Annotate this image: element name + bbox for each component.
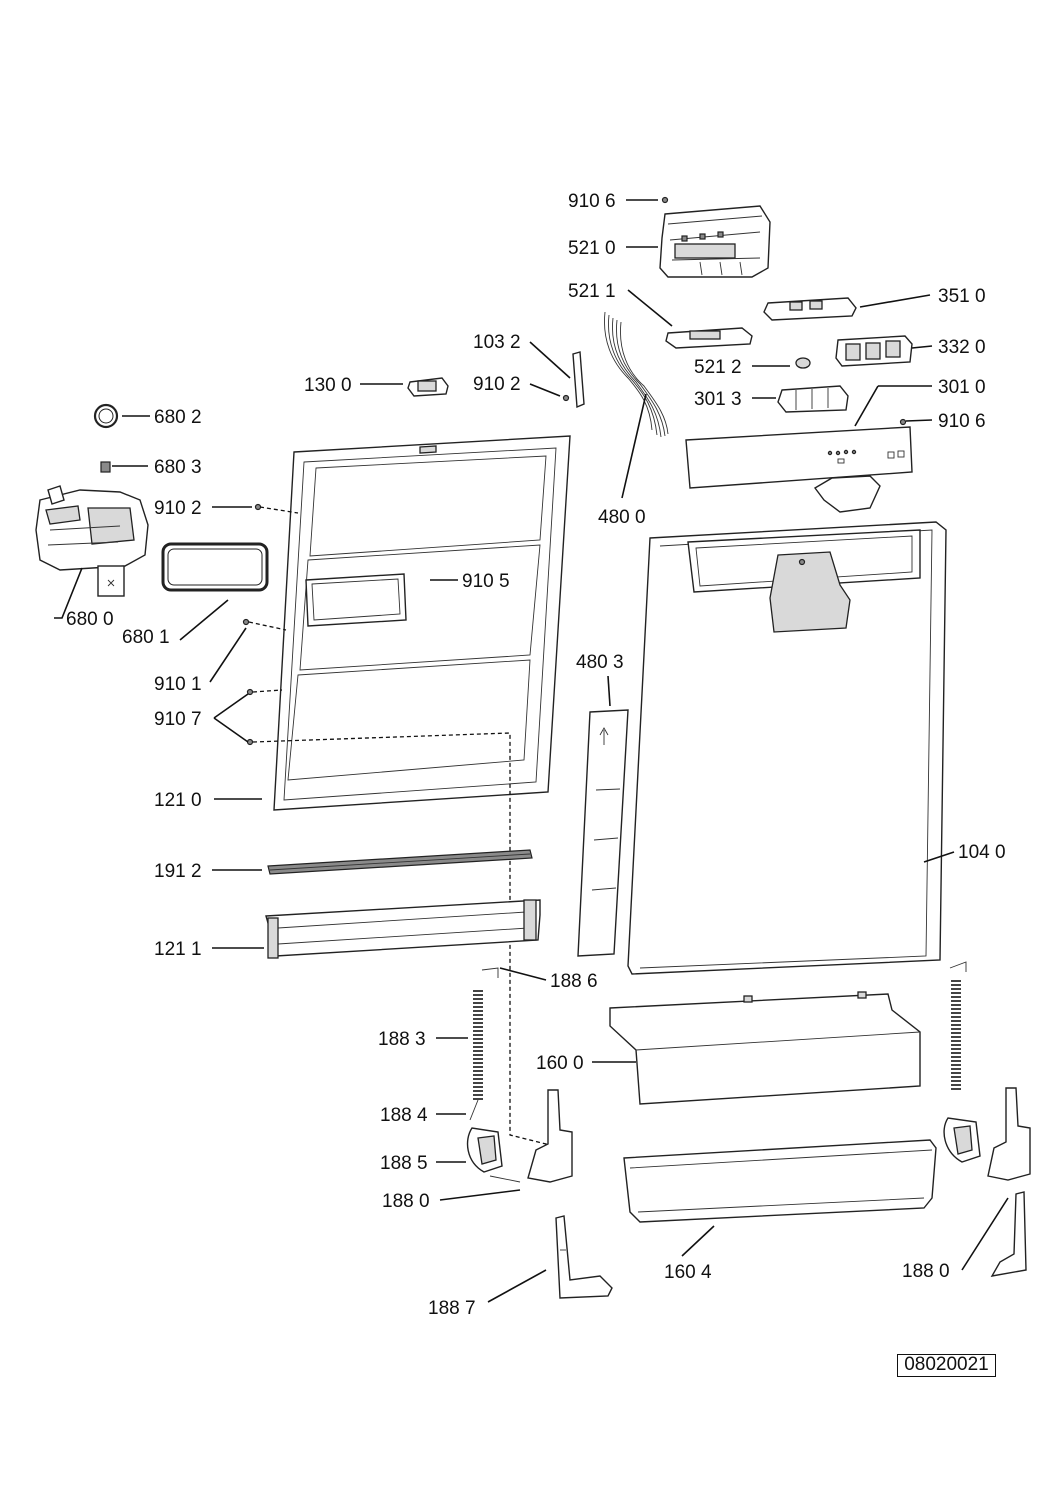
part-screw-910-2-top <box>562 394 570 402</box>
part-dispenser-680-0 <box>35 485 149 597</box>
callout-labels: 910 6 521 0 521 1 351 0 103 2 332 0 130 … <box>66 191 1006 1319</box>
callout-130-0: 130 0 <box>304 375 352 396</box>
callout-910-7: 910 7 <box>154 709 202 730</box>
part-outer-door-104-0 <box>627 521 947 975</box>
part-bracket-103-2 <box>572 351 585 409</box>
part-latch-130-0 <box>407 377 449 397</box>
part-screw-910-7-a <box>246 688 254 696</box>
part-rail-121-1 <box>265 899 541 959</box>
part-control-panel-301-0 <box>685 426 913 513</box>
callout-188-3: 188 3 <box>378 1029 426 1050</box>
callout-188-7: 188 7 <box>428 1298 476 1319</box>
part-switch-board-351-0 <box>763 297 857 321</box>
part-clip-680-3 <box>100 461 111 473</box>
callout-103-2: 103 2 <box>473 332 521 353</box>
callout-910-6-mid: 910 6 <box>938 411 986 432</box>
callout-104-0: 104 0 <box>958 842 1006 863</box>
part-inner-door-121-0 <box>273 435 571 811</box>
callout-910-6-top: 910 6 <box>568 191 616 212</box>
part-strip-191-2 <box>267 849 533 875</box>
callout-680-0: 680 0 <box>66 609 114 630</box>
callout-160-0: 160 0 <box>536 1053 584 1074</box>
callout-480-3: 480 3 <box>576 652 624 673</box>
callout-188-4: 188 4 <box>380 1105 428 1126</box>
part-screw-910-7-b <box>246 738 254 746</box>
part-board-521-1 <box>665 327 753 349</box>
callout-480-0: 480 0 <box>598 507 646 528</box>
callout-121-0: 121 0 <box>154 790 202 811</box>
callout-301-0: 301 0 <box>938 377 986 398</box>
callout-332-0: 332 0 <box>938 337 986 358</box>
part-strip-480-3 <box>577 709 629 957</box>
callout-188-0-right: 188 0 <box>902 1261 950 1282</box>
callout-910-5: 910 5 <box>462 571 510 592</box>
part-screw-910-2-left <box>254 503 262 511</box>
callout-521-0: 521 0 <box>568 238 616 259</box>
part-hinge-188-0-left <box>466 1089 573 1183</box>
drawing-number: 08020021 <box>897 1354 996 1377</box>
part-hinge-cover-188-7 <box>555 1215 613 1299</box>
callout-910-2-left: 910 2 <box>154 498 202 519</box>
part-332-0 <box>835 335 913 367</box>
callout-910-2-top: 910 2 <box>473 374 521 395</box>
part-ring-680-2 <box>93 403 119 429</box>
part-spring-right <box>949 961 967 1090</box>
part-screw-910-1 <box>242 618 250 626</box>
callout-680-1: 680 1 <box>122 627 170 648</box>
part-gasket-680-1 <box>161 542 269 592</box>
callout-188-0-left: 188 0 <box>382 1191 430 1212</box>
callout-680-3: 680 3 <box>154 457 202 478</box>
callout-121-1: 121 1 <box>154 939 202 960</box>
callout-188-5: 188 5 <box>380 1153 428 1174</box>
callout-521-1: 521 1 <box>568 281 616 302</box>
part-screw-910-6-mid <box>899 418 907 426</box>
callout-301-3: 301 3 <box>694 389 742 410</box>
part-plinth-160-0 <box>609 991 921 1105</box>
callout-521-2: 521 2 <box>694 357 742 378</box>
callout-188-6: 188 6 <box>550 971 598 992</box>
part-control-module-521-0 <box>659 205 771 278</box>
callout-680-2: 680 2 <box>154 407 202 428</box>
callout-191-2: 191 2 <box>154 861 202 882</box>
part-kick-plate-160-4 <box>623 1139 937 1223</box>
part-screw-910-6-top <box>661 196 669 204</box>
part-spring-188-3-left <box>469 967 499 1121</box>
part-wiring-480-0 <box>604 311 669 438</box>
part-buttons-301-3 <box>777 385 849 413</box>
part-hinge-188-0-right <box>943 1087 1031 1277</box>
leader-lines <box>54 199 1009 1303</box>
callout-160-4: 160 4 <box>664 1262 712 1283</box>
callout-910-1: 910 1 <box>154 674 202 695</box>
part-sensor-521-2 <box>795 357 811 369</box>
callout-351-0: 351 0 <box>938 286 986 307</box>
